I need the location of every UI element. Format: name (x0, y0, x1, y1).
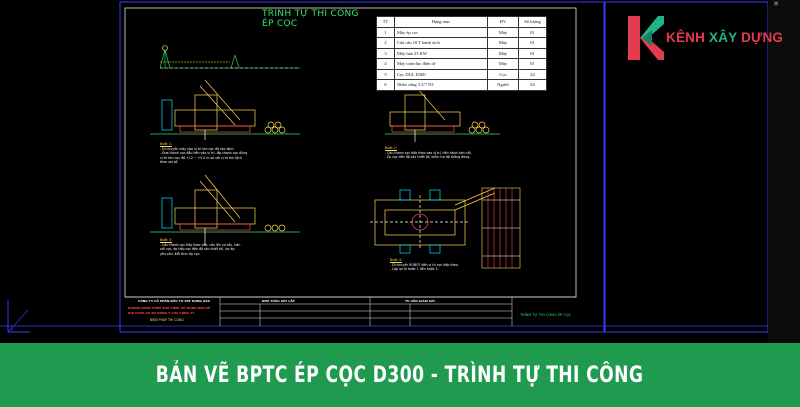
note-line: - Ép cọc đến độ sâu thiết kế, kiểm tra đ… (385, 155, 471, 159)
table-cell: Máy hàn 23 KW (394, 47, 488, 59)
step2-title: Bước 2: (385, 146, 398, 150)
logo-word-3: DỰNG (741, 30, 784, 45)
step4-note: Bước 4: - Di chuyển ROBOT đến vị trí cọc… (390, 258, 459, 272)
note-line: - Đưa thanh cọc đầu tiên vào vị trí, lắp… (160, 151, 248, 155)
table-cell: Cẩu cẩu 10 T bánh xích (394, 37, 488, 49)
press-rig-drawing-1 (150, 79, 300, 140)
method-label: BIỆN PHÁP THI CÔNG (150, 318, 184, 322)
table-cell: 3 (376, 47, 395, 59)
step4-title: Bước 4: (390, 258, 403, 262)
press-rig-plan-view (370, 187, 496, 254)
contractor-head: NHÀ THẦU XÂY LẮP (262, 299, 295, 303)
cad-linework (0, 1, 769, 333)
supervisor-head: TƯ VẤN GIÁM SÁT (405, 299, 436, 303)
note-line: theo sai số. (160, 160, 179, 164)
table-header-cell: ĐV (487, 16, 519, 28)
note-line: yêu cầu. Kết thúc ép cọc. (160, 251, 201, 256)
step1-note: Bước 1: - Di chuyển máy vào vị trí tim c… (160, 142, 247, 165)
brand-logo: KÊNH XÂY DỰNG (626, 16, 786, 60)
table-header-cell: Số lượng (518, 16, 547, 28)
drawing-name: TRÌNH TỰ THI CÔNG ÉP CỌC (520, 313, 572, 317)
table-cell: Máy (487, 47, 519, 59)
press-rig-drawing-3 (150, 174, 300, 245)
table-row: 1 Máy ép cọc Máy 01 (376, 26, 547, 38)
table-row: 6 Nhân công 3.5/7 N3 Người 04 (376, 79, 547, 91)
step2-note: Bước 2: - Cẩu thanh cọc tiếp theo vào vị… (385, 146, 472, 160)
logo-word-2: XÂY (709, 30, 738, 45)
table-cell: 01 (518, 47, 547, 59)
note-line: - Lặp lại từ bước 1 đến bước 3. (390, 267, 439, 271)
table-cell: 1 (376, 26, 395, 38)
table-cell: Cọc (487, 68, 519, 80)
table-cell: Máy (487, 58, 519, 70)
caption-banner: BẢN VẼ BPTC ÉP CỌC D300 - TRÌNH TỰ THI C… (0, 343, 800, 407)
table-cell: 6 (376, 79, 395, 91)
table-row: 4 Máy toàn đạc điện tử Máy 01 (376, 58, 547, 70)
table-cell: 24 (518, 68, 547, 80)
table-cell: 4 (376, 58, 395, 70)
table-cell: Người (487, 79, 519, 91)
logo-word-1: KÊNH (666, 30, 706, 45)
note-line: - Di chuyển ROBOT đến vị trí cọc tiếp th… (390, 262, 459, 267)
table-cell: 01 (518, 58, 547, 70)
table-cell: 5 (376, 68, 395, 80)
table-cell: Máy toàn đạc điện tử (394, 58, 488, 70)
note-line: vị trí tim cọc độ +/-2 ~ +5.0 m so với v… (160, 155, 242, 160)
right-panel (768, 0, 800, 343)
title-block-lines (125, 296, 576, 326)
note-line: - Cẩu thanh cọc tiếp theo vào vị trí, ti… (385, 150, 472, 155)
step3-title: Bước 3: (160, 238, 173, 242)
caption-title: BẢN VẼ BPTC ÉP CỌC D300 - TRÌNH TỰ THI C… (156, 362, 644, 388)
note-line: - Di chuyển máy vào vị trí tim cọc đã xá… (160, 146, 235, 151)
copyright-line-2: KHI CHƯA CÓ SỰ ĐỒNG Ý CỦA CÔNG TY (128, 311, 195, 315)
table-cell: 04 (518, 79, 547, 91)
table-header-cell: TT (376, 16, 395, 28)
company-head: CÔNG TY CỔ PHẦN ĐẦU TƯ XÂY DỰNG XXX (138, 299, 210, 303)
copyright-line-1: KHÔNG ĐƯỢC PHÉP SAO CHÉP, SỬ DỤNG BẢN VẼ (128, 306, 211, 310)
note-line: - Cẩu thanh cọc tiếp theo vào, cẩu lên c… (160, 242, 241, 247)
table-cell: 01 (518, 37, 547, 49)
table-cell: 01 (518, 26, 547, 38)
table-cell: Máy (487, 26, 519, 38)
logo-text: KÊNH XÂY DỰNG (666, 30, 783, 45)
sheet-title: TRÌNH TỰ THI CÔNG ÉP CỌC (262, 9, 359, 29)
table-row: 5 Cọc DUL D300 Cọc 24 (376, 68, 547, 80)
cad-drawing-canvas[interactable]: TRÌNH TỰ THI CÔNG ÉP CỌC TT Hạng mục ĐV … (0, 0, 800, 343)
table-row: 2 Cẩu cẩu 10 T bánh xích Máy 01 (376, 37, 547, 49)
table-row: 3 Máy hàn 23 KW Máy 01 (376, 47, 547, 59)
step1-title: Bước 1: (160, 142, 173, 146)
table-cell: Máy (487, 37, 519, 49)
table-cell: Cọc DUL D300 (394, 68, 488, 80)
pile-stack-drawing (481, 187, 521, 269)
logo-k-icon (628, 16, 664, 60)
survey-instrument-drawing (159, 45, 300, 69)
ucs-axis-icon (7, 300, 30, 333)
table-cell: Máy ép cọc (394, 26, 488, 38)
table-cell: 2 (376, 37, 395, 49)
step3-note: Bước 3: - Cẩu thanh cọc tiếp theo vào, c… (160, 238, 240, 256)
table-header-row: TT Hạng mục ĐV Số lượng (376, 16, 547, 28)
close-icon[interactable]: ✕ (773, 0, 779, 8)
equipment-table: TT Hạng mục ĐV Số lượng 1 Máy ép cọc Máy… (376, 16, 547, 91)
note-line: nối cọc, ép tiếp cọc đến độ sâu thiết kế… (160, 247, 235, 251)
table-cell: Nhân công 3.5/7 N3 (394, 79, 488, 91)
table-header-cell: Hạng mục (394, 16, 488, 28)
